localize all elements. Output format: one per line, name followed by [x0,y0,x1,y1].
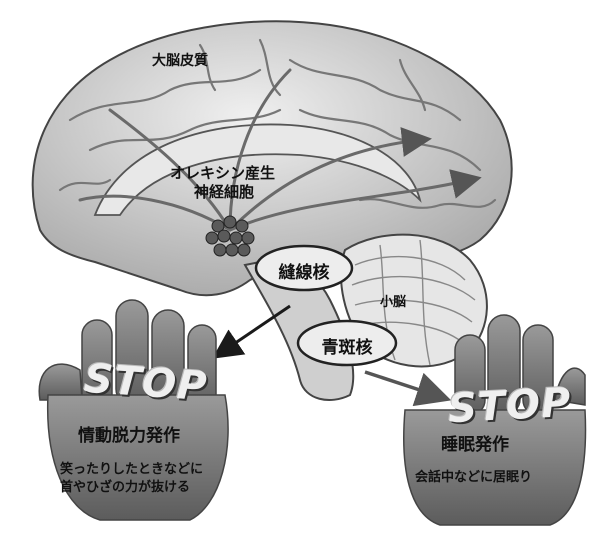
right-heading: 睡眠発作 [441,435,509,455]
left-heading: 情動脱力発作 [78,426,180,446]
right-desc: 会話中などに居眠り [415,470,533,485]
raphe-arrow [212,304,291,359]
orexin-neuron-cluster [205,215,255,257]
locus-coeruleus-oval [296,319,398,367]
right-hand [403,314,587,526]
label-locus-coeruleus: 青斑核 [321,338,373,358]
left-hand [38,299,229,521]
cortex-folds [58,38,497,209]
neural-pathways [78,68,482,232]
label-cerebral-cortex: 大脳皮質 [152,53,208,69]
left-desc-line1: 笑ったりしたときなどに [60,462,204,477]
right-stop-text: STOP [446,379,573,433]
label-orexin-line1: オレキシン産生 [170,164,276,182]
label-cerebellum: 小脳 [380,295,407,310]
cerebrum [31,20,513,297]
locus-arrow [364,370,452,407]
raphe-nucleus-oval [254,244,354,292]
label-orexin-line2: 神経細胞 [194,183,255,201]
left-stop-text: STOP [82,355,209,411]
inner-band [93,123,422,216]
label-raphe-nucleus: 縫線核 [278,263,330,283]
left-desc-line2: 首やひざの力が抜ける [60,480,191,495]
